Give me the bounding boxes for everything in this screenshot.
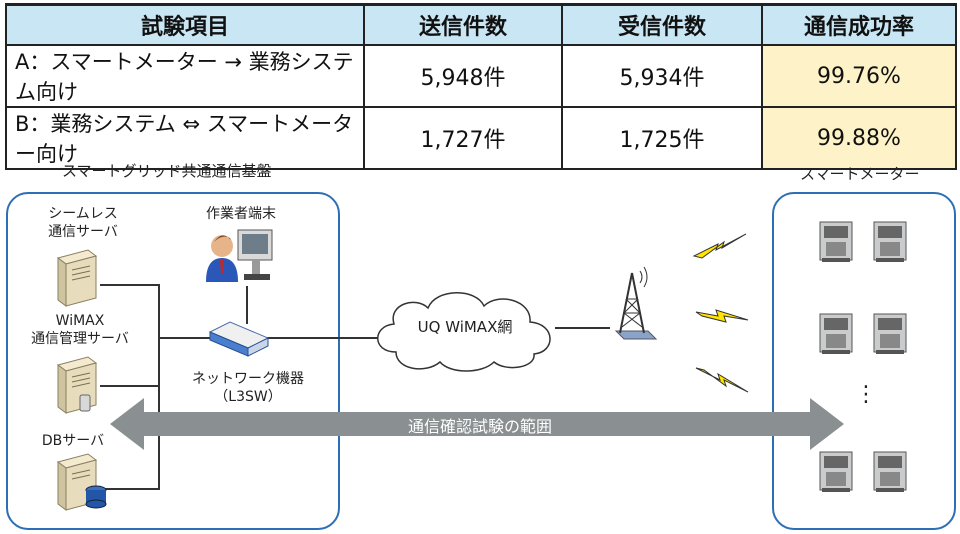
network-device-label: ネットワーク機器 （L3SW） <box>192 371 304 405</box>
test-scope-label: 通信確認試験の範囲 <box>407 417 552 436</box>
link-seamless-server <box>100 284 160 286</box>
server-icon <box>56 453 107 511</box>
antenna-tower-icon <box>614 266 658 340</box>
smart-meter-icon <box>819 313 853 354</box>
link-wimax-server <box>100 385 160 387</box>
right-group-title: スマートメーター <box>800 165 920 183</box>
row-a-received: 5,934件 <box>561 44 763 108</box>
server-icon <box>56 249 98 307</box>
header-sent-count: 送信件数 <box>363 3 563 46</box>
server-icon <box>56 356 98 414</box>
server-bus-line <box>158 284 160 490</box>
row-a-item: A：スマートメーター → 業務システム向け <box>5 44 365 108</box>
user-terminal-icon <box>206 229 273 282</box>
row-b-item: B：業務システム ⇔ スマートメーター向け <box>5 106 365 170</box>
link-bus-switch <box>158 337 212 339</box>
row-a-sent: 5,948件 <box>363 44 563 108</box>
results-table: 試験項目 送信件数 受信件数 通信成功率 A：スマートメーター → 業務システム… <box>5 3 957 170</box>
smart-meter-icon <box>873 221 907 262</box>
lightning-icon <box>692 233 747 259</box>
row-b-sent: 1,727件 <box>363 106 563 170</box>
table-row: B：業務システム ⇔ スマートメーター向け 1,727件 1,725件 99.8… <box>5 106 957 170</box>
cloud-icon <box>377 292 551 372</box>
cloud-label: UQ WiMAX網 <box>417 318 513 336</box>
link-terminal-switch <box>246 286 248 324</box>
table-header-row: 試験項目 送信件数 受信件数 通信成功率 <box>5 3 957 46</box>
header-test-item: 試験項目 <box>5 3 365 46</box>
left-group-title: スマートグリッド共通通信基盤 <box>62 162 272 180</box>
row-a-rate: 99.76% <box>761 44 957 108</box>
link-db-server <box>100 488 160 490</box>
seamless-server-label: シームレス 通信サーバ <box>48 206 118 240</box>
smart-meter-icon <box>819 451 853 492</box>
lightning-icon <box>695 367 749 393</box>
lightning-icon <box>695 309 749 323</box>
db-server-label: DBサーバ <box>41 433 105 449</box>
row-b-rate: 99.88% <box>761 106 957 170</box>
row-b-received: 1,725件 <box>561 106 763 170</box>
header-received-count: 受信件数 <box>561 3 763 46</box>
smart-meter-icon <box>873 451 907 492</box>
link-cloud-tower <box>555 327 610 329</box>
smart-meter-icon <box>819 221 853 262</box>
wimax-server-label: WiMAX 通信管理サーバ <box>31 313 129 347</box>
smart-meter-icon <box>873 313 907 354</box>
table-row: A：スマートメーター → 業務システム向け 5,948件 5,934件 99.7… <box>5 44 957 108</box>
test-scope-arrow <box>110 398 844 450</box>
link-switch-cloud <box>258 337 378 339</box>
smart-meter-box <box>772 192 956 530</box>
network-switch-icon <box>208 321 270 357</box>
header-success-rate: 通信成功率 <box>761 3 957 46</box>
more-meters-ellipsis: ⋮ <box>855 382 877 407</box>
operator-terminal-label: 作業者端末 <box>206 206 276 222</box>
